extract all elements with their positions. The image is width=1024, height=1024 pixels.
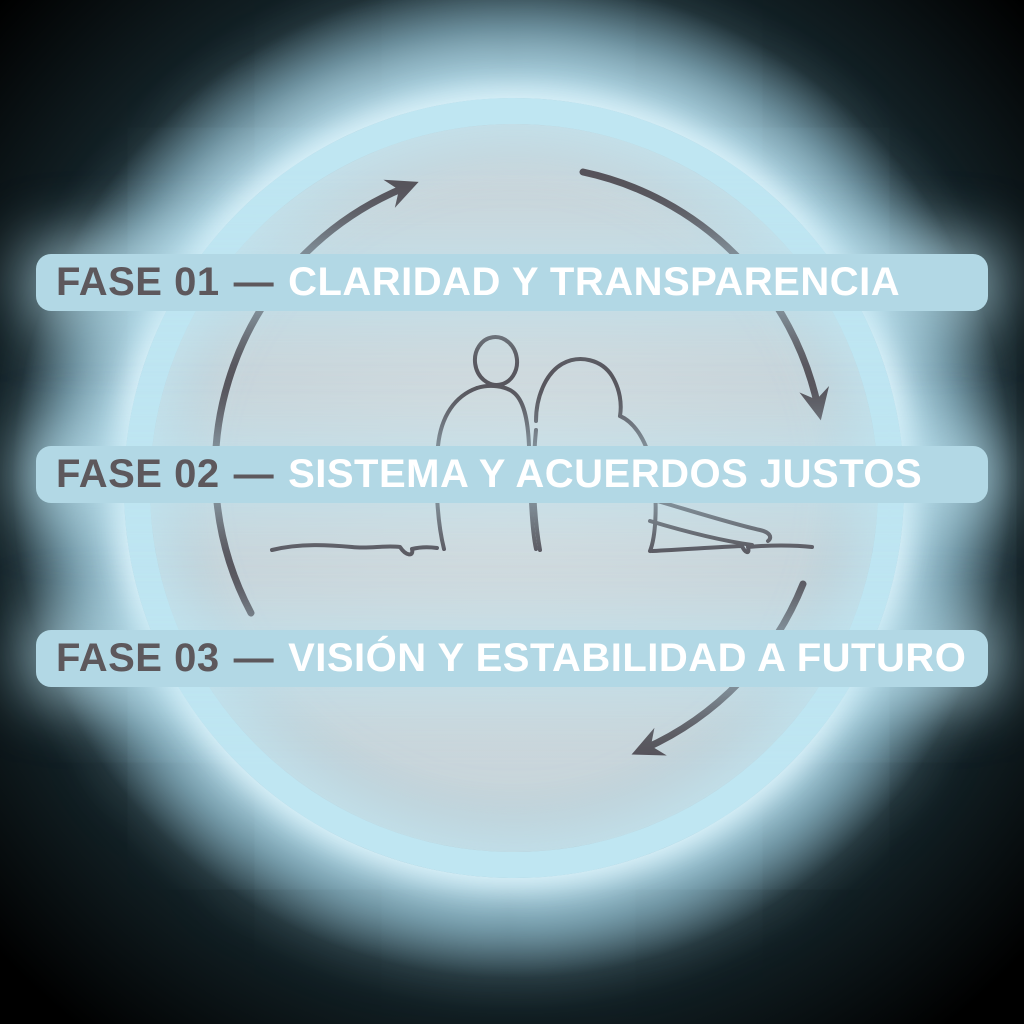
phase-1-title: CLARIDAD Y TRANSPARENCIA: [288, 260, 901, 304]
phase-banner-3: FASE 03 — VISIÓN Y ESTABILIDAD A FUTURO: [36, 630, 988, 687]
phase-banner-2: FASE 02 — SISTEMA Y ACUERDOS JUSTOS: [36, 446, 988, 503]
phase-banner-1: FASE 01 — CLARIDAD Y TRANSPARENCIA: [36, 254, 988, 311]
phase-2-label: FASE 02: [56, 452, 220, 496]
phase-1-label: FASE 01: [56, 260, 220, 304]
cycle-arc-left: [211, 179, 419, 617]
phase-2-title: SISTEMA Y ACUERDOS JUSTOS: [288, 452, 923, 496]
phase-2-separator: —: [233, 452, 275, 496]
phase-1-separator: —: [233, 260, 275, 304]
phase-3-separator: —: [233, 636, 275, 680]
phase-3-title: VISIÓN Y ESTABILIDAD A FUTURO: [288, 636, 967, 680]
couple-line-art-icon: [270, 335, 814, 557]
phase-3-label: FASE 03: [56, 636, 220, 680]
